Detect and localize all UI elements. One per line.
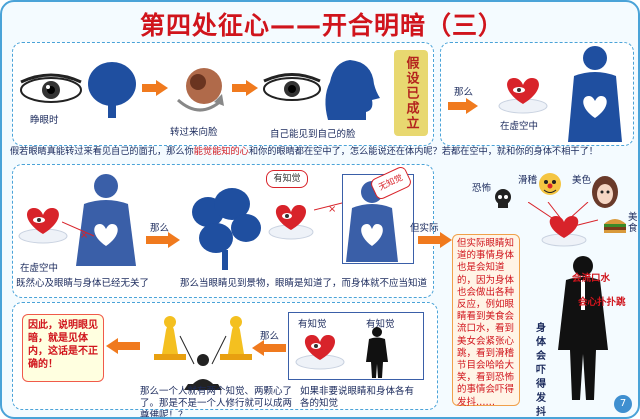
- link-lines: ×: [314, 201, 346, 215]
- row2-caption-mid: 那么当眼睛见到景物，眼睛是知道了，而身体就不应当知道: [180, 278, 428, 289]
- label-then-1: 那么: [454, 87, 474, 98]
- svg-text:×: ×: [328, 204, 336, 215]
- reaction-heartbeat: 会心扑扑跳: [578, 297, 626, 308]
- page-title: 第四处征心——开合明暗（三）: [139, 11, 504, 40]
- hypothesis-stamp: 假设已成立: [394, 50, 428, 136]
- man-silhouette-icon: [558, 256, 608, 400]
- burger-icon: [604, 219, 626, 233]
- row1-caption: 假若眼睛真能转过来看见自己的面孔，那么你能觉能知的心和你的眼睛都在空中了，怎么能…: [10, 146, 634, 158]
- heart-cloud-icon-5: [295, 335, 345, 370]
- body-silhouette-icon: [568, 46, 622, 142]
- arrow-4: [146, 232, 180, 248]
- face-profile-icon: [325, 60, 380, 120]
- arrow-2: [232, 80, 258, 96]
- arrow-5: [418, 232, 452, 248]
- woman-face-icon: [592, 176, 618, 208]
- conclusion-box: 因此，说明眼见暗，就是见体内，这话是不正确的！: [22, 314, 104, 382]
- heart-cloud-icon-2: [18, 208, 68, 244]
- fact-box: 但实际眼睛知道的事情身体也是会知道的，因为身体也会做出各种反应，例如眼睛看到美食…: [452, 234, 520, 408]
- icon-label-fear: 恐怖: [472, 183, 492, 194]
- conclusion-text: 因此，说明眼见暗，就是见体内，这话是不正确的！: [28, 320, 98, 370]
- icon-label-food: 美食: [628, 212, 638, 234]
- icon-label-funny: 滑稽: [518, 175, 538, 186]
- row2-heart-label: 在虚空中: [20, 263, 59, 274]
- svg-text:×: ×: [80, 230, 88, 241]
- arrow-6: [106, 338, 140, 354]
- body-silhouette-icon-2: ×: [62, 174, 136, 266]
- fact-text: 但实际眼睛知道的事情身体也是会知道的，因为身体也会做出各种反应，例如眼睛看到美食…: [457, 238, 515, 408]
- label-but: 但实际: [410, 223, 439, 234]
- label-then-3: 那么: [260, 331, 280, 342]
- clown-icon: [539, 173, 561, 195]
- arrow-3: [448, 98, 478, 114]
- arrow-1: [142, 80, 168, 96]
- bubble-aware: 有知觉: [266, 170, 308, 188]
- buddhas-meditation-icon: [154, 316, 252, 390]
- label-eye-open: 睁眼时: [30, 115, 59, 126]
- caption-highlight: 能觉能知的心: [193, 146, 249, 157]
- man-silhouette-icon-2: [366, 327, 388, 378]
- reaction-saliva: 会流口水: [572, 273, 611, 284]
- label-see-self: 自己能见到自己的脸: [270, 129, 356, 140]
- stamp-text: 假设已成立: [403, 56, 419, 131]
- label-turn: 转过来向脸: [170, 127, 218, 138]
- heart-cloud-icon-4: [528, 202, 598, 247]
- row1-caption-text: 假若眼睛真能转过来看见自己的面孔，那么你能觉能知的心和你的眼睛都在空中了，怎么能…: [10, 146, 598, 157]
- tree-icon: [88, 62, 136, 118]
- forest-icon: [192, 188, 261, 270]
- row3-caption-right: 如果非要说眼睛和身体各有各的知觉: [300, 386, 415, 409]
- reaction-shake: 身体会吓得发抖: [536, 323, 546, 418]
- heart-cloud-icon-3: [268, 205, 314, 240]
- eye-icon-2: [263, 73, 321, 101]
- heart-cloud-icon: [498, 78, 548, 114]
- skull-icon: [495, 189, 511, 208]
- icon-label-beauty: 美色: [572, 175, 592, 186]
- label-then-2: 那么: [150, 223, 170, 234]
- row1-heart-label: 在虚空中: [500, 121, 539, 132]
- bubble-aware-body: 有知觉: [366, 319, 395, 330]
- row2-caption-left: 既然心及眼睛与身体已经无关了: [16, 278, 150, 289]
- row3-caption-left: 那么一个人就有两个知觉、两颗心了了。那是不是一个人修行就可以成两尊佛呢！？: [140, 386, 293, 419]
- eye-icon: [20, 73, 82, 103]
- arrow-7: [252, 340, 286, 356]
- bubble-aware-eye: 有知觉: [298, 319, 327, 330]
- turning-eyeball-icon: [176, 68, 224, 112]
- page-number: 7: [614, 395, 632, 413]
